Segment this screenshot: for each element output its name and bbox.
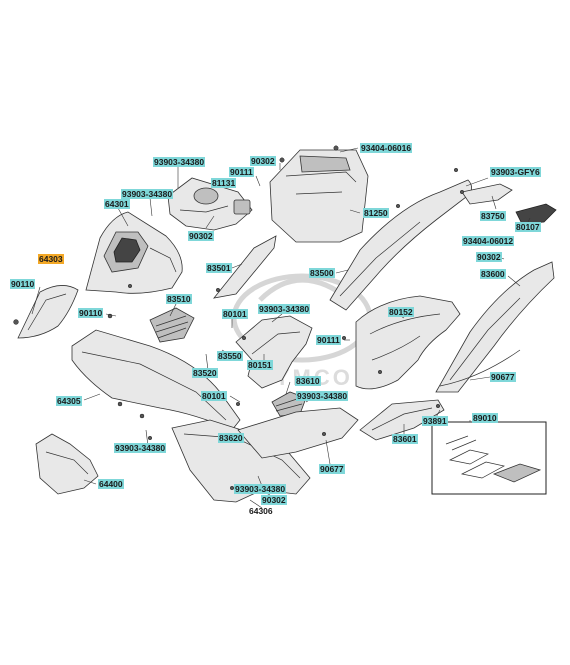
part-83620 <box>171 419 311 503</box>
part-81131 <box>167 177 253 231</box>
part-label-64301[interactable]: 64301 <box>104 199 130 209</box>
part-label-83501[interactable]: 83501 <box>206 263 232 273</box>
part-label-93404-06012[interactable]: 93404-06012 <box>462 236 515 246</box>
part-83600 <box>435 261 555 393</box>
part-64400 <box>35 433 99 495</box>
part-label-80152[interactable]: 80152 <box>388 307 414 317</box>
part-81250 <box>269 145 369 243</box>
part-label-93891[interactable]: 93891 <box>422 416 448 426</box>
part-label-80101[interactable]: 80101 <box>201 391 227 401</box>
part-label-64400[interactable]: 64400 <box>98 479 124 489</box>
part-label-93903-34380[interactable]: 93903-34380 <box>114 443 167 453</box>
part-label-93903-34380[interactable]: 93903-34380 <box>234 484 287 494</box>
part-label-83550[interactable]: 83550 <box>217 351 243 361</box>
part-64303 <box>13 285 79 339</box>
part-80107 <box>515 203 557 225</box>
part-label-93903-34380[interactable]: 93903-34380 <box>258 304 311 314</box>
part-label-93404-06016[interactable]: 93404-06016 <box>360 143 413 153</box>
part-label-83620[interactable]: 83620 <box>218 433 244 443</box>
part-label-80101[interactable]: 80101 <box>222 309 248 319</box>
part-label-80107[interactable]: 80107 <box>515 222 541 232</box>
part-label-90302[interactable]: 90302 <box>261 495 287 505</box>
leader-lines <box>31 147 531 509</box>
part-label-64303[interactable]: 64303 <box>38 254 64 264</box>
part-83510 <box>149 307 195 343</box>
part-label-90677[interactable]: 90677 <box>319 464 345 474</box>
part-label-81250[interactable]: 81250 <box>363 208 389 218</box>
part-64306 <box>237 407 359 459</box>
part-label-64306[interactable]: 64306 <box>249 506 273 516</box>
part-label-93903-34380[interactable]: 93903-34380 <box>296 391 349 401</box>
part-label-83510[interactable]: 83510 <box>166 294 192 304</box>
part-64305 <box>71 329 241 431</box>
part-80151 <box>235 315 313 389</box>
part-label-83520[interactable]: 83520 <box>192 368 218 378</box>
part-83750 <box>461 183 513 205</box>
part-label-83500[interactable]: 83500 <box>309 268 335 278</box>
part-label-90677[interactable]: 90677 <box>490 372 516 382</box>
part-label-90110[interactable]: 90110 <box>10 279 36 289</box>
part-label-81131[interactable]: 81131 <box>211 178 237 188</box>
part-label-90302[interactable]: 90302 <box>476 252 502 262</box>
part-83601 <box>359 399 445 441</box>
part-label-89010[interactable]: 89010 <box>472 413 498 423</box>
part-label-90302[interactable]: 90302 <box>250 156 276 166</box>
part-label-64305[interactable]: 64305 <box>56 396 82 406</box>
part-label-93903-34380[interactable]: 93903-34380 <box>121 189 174 199</box>
part-80152 <box>355 295 461 390</box>
part-label-83601[interactable]: 83601 <box>392 434 418 444</box>
part-83500 <box>329 179 472 311</box>
part-label-80151[interactable]: 80151 <box>247 360 273 370</box>
part-label-83750[interactable]: 83750 <box>480 211 506 221</box>
part-83501 <box>213 235 277 299</box>
part-label-90111[interactable]: 90111 <box>229 167 254 177</box>
part-label-93903-GFY6[interactable]: 93903-GFY6 <box>490 167 541 177</box>
part-label-83600[interactable]: 83600 <box>480 269 506 279</box>
part-64301 <box>85 211 183 294</box>
part-label-93903-34380[interactable]: 93903-34380 <box>153 157 206 167</box>
part-label-90110[interactable]: 90110 <box>78 308 104 318</box>
part-label-83610[interactable]: 83610 <box>295 376 321 386</box>
part-89010-toolkit <box>431 421 547 495</box>
part-label-90111[interactable]: 90111 <box>316 335 341 345</box>
part-label-90302[interactable]: 90302 <box>188 231 214 241</box>
